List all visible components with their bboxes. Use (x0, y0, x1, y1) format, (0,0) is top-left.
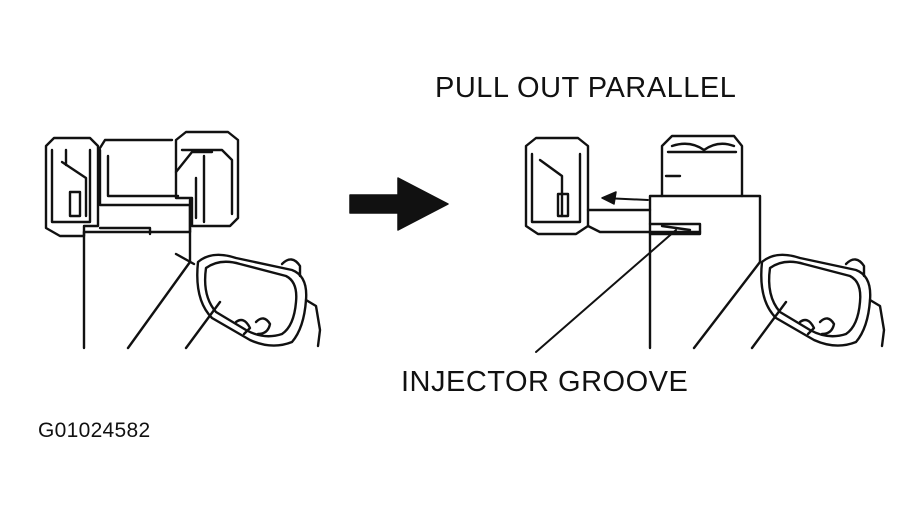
injector-groove (648, 222, 702, 236)
figure-code-label: G01024582 (38, 419, 151, 442)
left-connector-housing (98, 148, 192, 234)
injector-groove-label: INJECTOR GROOVE (401, 366, 689, 398)
groove-leader-line (535, 229, 677, 353)
left-retainer-clip (44, 136, 100, 238)
right-arrow-icon (349, 177, 449, 231)
left-port-boss (196, 253, 308, 347)
right-injector-removed (524, 134, 886, 350)
left-retainer-clip-right (174, 130, 240, 228)
left-injector-body (82, 198, 192, 350)
right-port-boss (760, 253, 872, 347)
pull-out-parallel-label: PULL OUT PARALLEL (435, 72, 737, 104)
left-injector-connected (44, 130, 322, 350)
left-arrow-icon (601, 191, 649, 205)
right-injector-body (648, 194, 762, 350)
right-retainer-clip (524, 136, 590, 236)
